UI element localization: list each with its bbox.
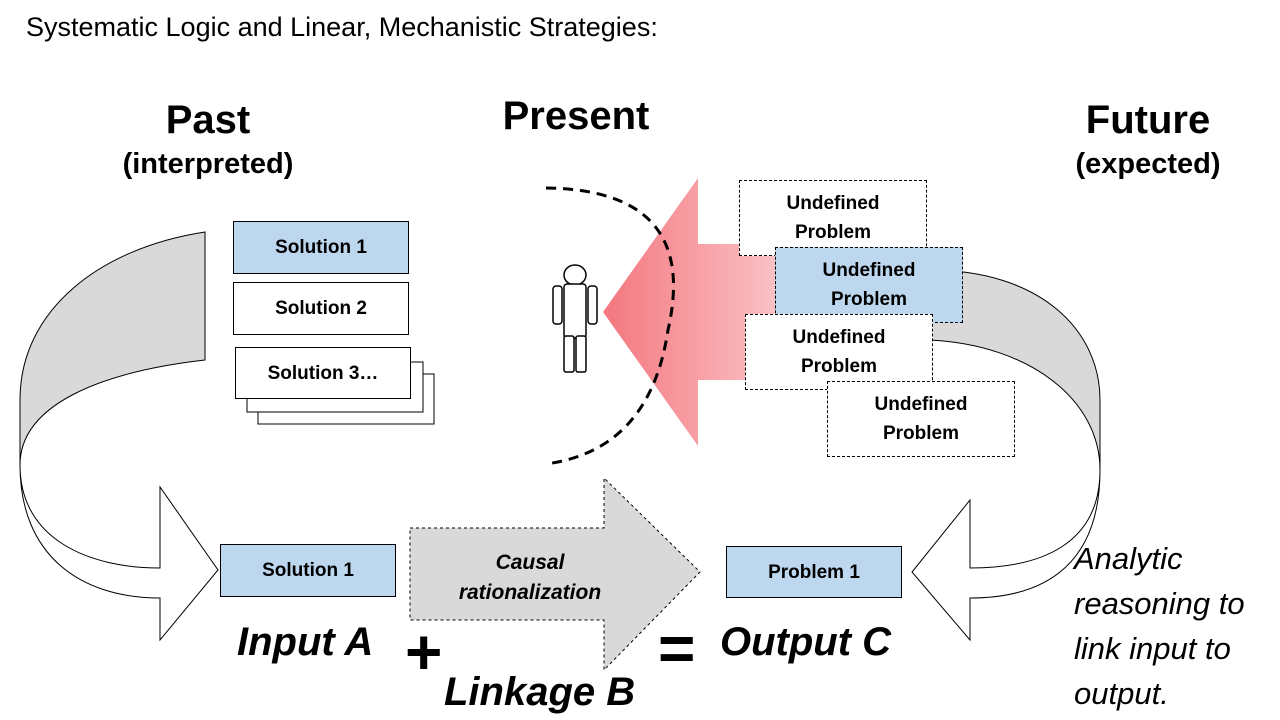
left-curve-return-arrow <box>19 464 219 642</box>
problem-box: Undefined Problem <box>745 314 933 390</box>
equals-sign: = <box>658 612 696 684</box>
input-box: Solution 1 <box>220 544 396 597</box>
output-label: Output C <box>720 620 892 664</box>
problem-box: Undefined Problem <box>827 381 1015 457</box>
plus-sign: + <box>405 616 443 688</box>
left-curve-outer-band <box>19 231 206 466</box>
problem-box: Undefined Problem <box>775 247 963 323</box>
analytic-reasoning-note: Analytic reasoning to link input to outp… <box>1074 541 1245 711</box>
solution-box: Solution 1 <box>233 221 409 274</box>
linkage-label: Linkage B <box>444 670 636 714</box>
linkage-arrow-label: Causal rationalization <box>458 551 602 604</box>
person-icon <box>552 264 598 373</box>
input-label: Input A <box>237 620 374 664</box>
past-heading: Past <box>165 98 251 142</box>
future-subheading: (expected) <box>1075 148 1221 180</box>
page-title: Systematic Logic and Linear, Mechanistic… <box>26 12 658 42</box>
output-box: Problem 1 <box>726 546 902 598</box>
right-curve-return-arrow <box>911 469 1101 642</box>
solution-box: Solution 3… <box>235 347 411 399</box>
present-arc <box>545 186 676 466</box>
linkage-arrow <box>409 476 701 672</box>
left-curved-arrow <box>19 231 219 642</box>
problem-box: Undefined Problem <box>739 180 927 256</box>
right-curved-arrow <box>911 269 1101 642</box>
future-heading: Future <box>1085 98 1211 142</box>
present-heading: Present <box>502 94 650 138</box>
past-subheading: (interpreted) <box>122 148 294 180</box>
solution-box: Solution 2 <box>233 282 409 335</box>
